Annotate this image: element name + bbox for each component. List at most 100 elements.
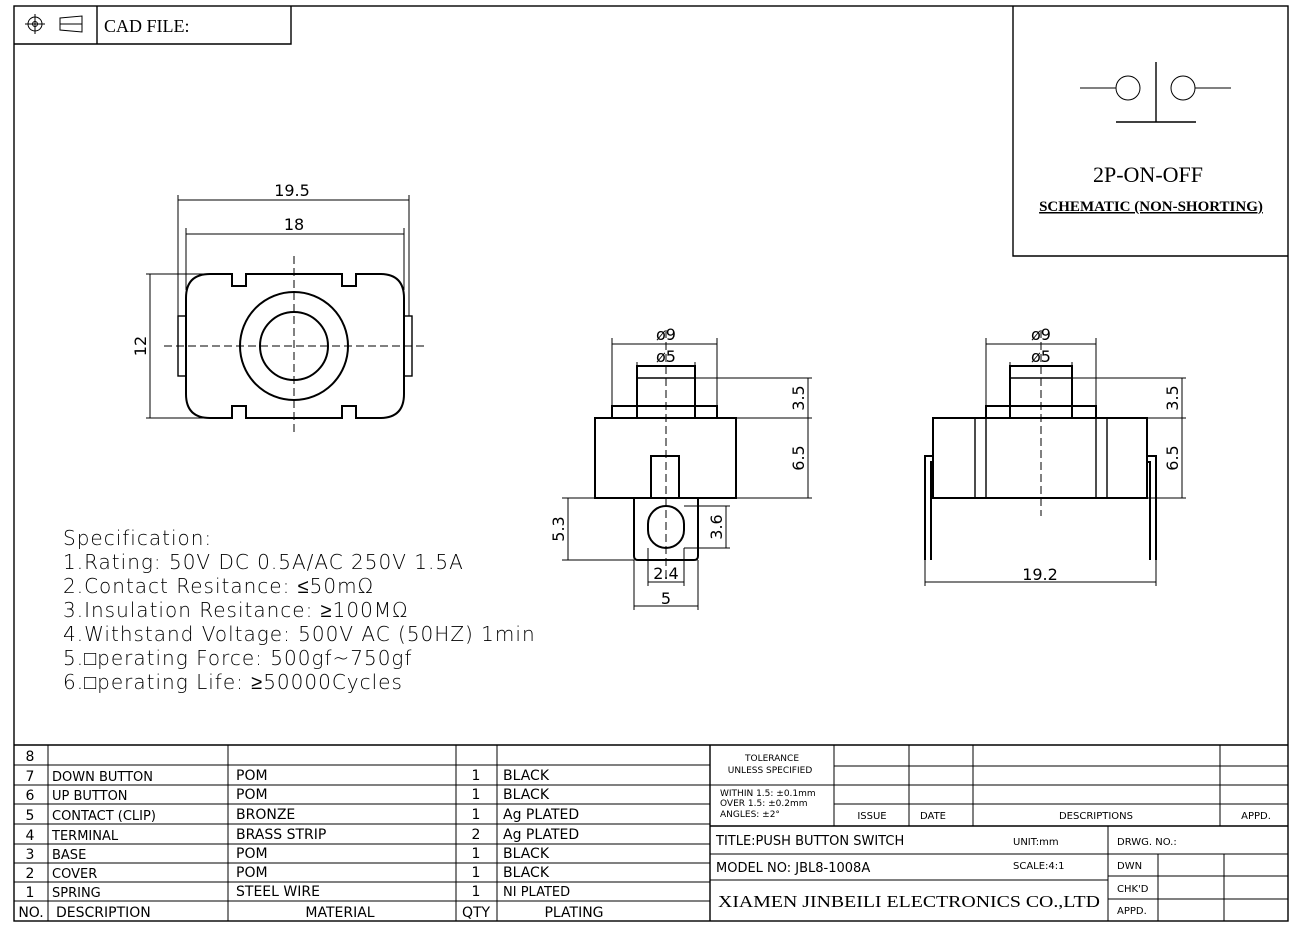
sheet-border bbox=[13, 5, 1289, 922]
bom-material: BRONZE bbox=[236, 807, 295, 823]
spec-line: 4.Withstand Voltage: 500V AC (50HZ) 1min bbox=[63, 622, 536, 646]
bom-material: POM bbox=[236, 865, 268, 881]
table-row: 6 UP BUTTON POM 1 BLACK bbox=[26, 787, 550, 804]
table-row: 5 CONTACT (CLIP) BRONZE 1 Ag PLATED bbox=[26, 807, 580, 824]
side-dim-button-height: 3.5 bbox=[1163, 385, 1182, 410]
side-view: ø9 ø5 3.5 6.5 19.2 bbox=[924, 325, 1186, 586]
switch-symbol-icon bbox=[1080, 62, 1231, 123]
schematic-box: 2P-ON-OFF SCHEMATIC (NON-SHORTING) bbox=[1012, 6, 1288, 257]
bom-qty: 1 bbox=[472, 768, 481, 784]
dim-inner-dia: ø5 bbox=[656, 347, 676, 366]
company-name: XIAMEN JINBEILI ELECTRONICS CO.,LTD bbox=[718, 892, 1100, 911]
dim-tab-width: 5 bbox=[661, 589, 671, 608]
schematic-caption: SCHEMATIC (NON-SHORTING) bbox=[1039, 199, 1263, 215]
cad-file-header: CAD FILE: bbox=[14, 6, 292, 45]
table-row: 1 SPRING STEEL WIRE 1 NI PLATED bbox=[26, 884, 571, 901]
drawing-number-label: DRWG. NO.: bbox=[1117, 837, 1177, 848]
tolerance-within: WITHIN 1.5: ±0.1mm bbox=[720, 789, 816, 799]
bom-table: NO. DESCRIPTION MATERIAL QTY PLATING 8 7… bbox=[14, 744, 1288, 921]
tolerance-angles: ANGLES: ±2° bbox=[720, 810, 780, 820]
bom-qty: 1 bbox=[472, 884, 481, 900]
bom-description: DOWN BUTTON bbox=[52, 770, 153, 785]
bom-plating: NI PLATED bbox=[503, 885, 570, 900]
bom-no: 4 bbox=[26, 828, 35, 844]
bom-header-description: DESCRIPTION bbox=[56, 905, 151, 921]
dim-outer-dia: ø9 bbox=[656, 325, 676, 344]
side-dim-body-height: 6.5 bbox=[1163, 445, 1182, 470]
table-row: 3 BASE POM 1 BLACK bbox=[26, 846, 550, 863]
checked-by-label: CHK'D bbox=[1117, 884, 1149, 895]
dim-terminal-span: 19.2 bbox=[1022, 565, 1058, 584]
bom-plating: BLACK bbox=[503, 865, 550, 881]
bom-description: UP BUTTON bbox=[52, 789, 128, 804]
bom-no: 6 bbox=[26, 788, 35, 804]
bom-plating: Ag PLATED bbox=[503, 807, 579, 823]
dim-hole-height: 3.6 bbox=[707, 514, 726, 539]
issue-label: ISSUE bbox=[857, 811, 886, 822]
dim-hole-width: 2.4 bbox=[653, 564, 678, 583]
table-row: 2 COVER POM 1 BLACK bbox=[26, 865, 550, 882]
dim-overall-width: 19.5 bbox=[274, 181, 310, 200]
bom-material: POM bbox=[236, 846, 268, 862]
bom-header-plating: PLATING bbox=[544, 905, 603, 921]
schematic-type-label: 2P-ON-OFF bbox=[1093, 162, 1203, 187]
spec-line: 5.□perating Force: 500gf~750gf bbox=[63, 646, 412, 670]
bom-plating: BLACK bbox=[503, 846, 550, 862]
bom-qty: 1 bbox=[472, 787, 481, 803]
bom-description: CONTACT (CLIP) bbox=[52, 809, 156, 824]
tolerance-label: TOLERANCE bbox=[744, 754, 799, 764]
bom-no: 7 bbox=[26, 769, 35, 785]
bom-qty: 2 bbox=[472, 827, 481, 843]
spec-line: 3.Insulation Resitance: ≥100MΩ bbox=[63, 598, 408, 622]
date-label: DATE bbox=[920, 811, 946, 822]
bom-no: 1 bbox=[26, 885, 35, 901]
bom-qty: 1 bbox=[472, 865, 481, 881]
bom-material: STEEL WIRE bbox=[236, 884, 320, 900]
bom-description: BASE bbox=[52, 848, 86, 863]
bom-material: POM bbox=[236, 768, 268, 784]
bom-header-qty: QTY bbox=[462, 905, 491, 921]
front-view: ø9 ø5 3.5 6.5 5.3 3.6 2.4 5 bbox=[549, 325, 812, 610]
bom-no: 2 bbox=[26, 866, 35, 882]
tolerance-sub-label: UNLESS SPECIFIED bbox=[728, 766, 813, 776]
drawn-by-label: DWN bbox=[1117, 861, 1142, 872]
spec-line: 6.□perating Life: ≥50000Cycles bbox=[63, 670, 403, 694]
bom-header-no: NO. bbox=[18, 905, 43, 921]
bom-description: SPRING bbox=[52, 886, 101, 901]
unit-label: UNIT:mm bbox=[1013, 837, 1059, 848]
approved-by-label: APPD. bbox=[1117, 906, 1147, 917]
spec-line: 2.Contact Resitance: ≤50mΩ bbox=[63, 574, 374, 598]
tolerance-over: OVER 1.5: ±0.2mm bbox=[720, 799, 807, 809]
bom-qty: 1 bbox=[472, 846, 481, 862]
title-block: TOLERANCE UNLESS SPECIFIED WITHIN 1.5: ±… bbox=[710, 745, 1288, 921]
bom-no: 8 bbox=[26, 749, 35, 765]
bom-no: 3 bbox=[26, 847, 35, 863]
scale-label: SCALE:4:1 bbox=[1013, 861, 1065, 872]
dim-body-height: 6.5 bbox=[789, 445, 808, 470]
appd-label: APPD. bbox=[1241, 811, 1271, 822]
side-dim-inner-dia: ø5 bbox=[1031, 347, 1051, 366]
specification-block: Specification: 1.Rating: 50V DC 0.5A/AC … bbox=[63, 526, 536, 694]
side-dim-outer-dia: ø9 bbox=[1031, 325, 1051, 344]
bom-description: COVER bbox=[52, 867, 97, 882]
table-row: 8 bbox=[26, 749, 35, 765]
dim-slot-height: 5.3 bbox=[549, 516, 568, 541]
bom-plating: BLACK bbox=[503, 787, 550, 803]
spec-line: 1.Rating: 50V DC 0.5A/AC 250V 1.5A bbox=[63, 550, 464, 574]
model-label: MODEL NO: JBL8-1008A bbox=[716, 861, 870, 876]
table-row: 7 DOWN BUTTON POM 1 BLACK bbox=[26, 768, 550, 785]
bom-qty: 1 bbox=[472, 807, 481, 823]
dim-inner-width: 18 bbox=[284, 215, 304, 234]
bom-material: BRASS STRIP bbox=[236, 827, 326, 843]
bom-no: 5 bbox=[26, 808, 35, 824]
bom-plating: BLACK bbox=[503, 768, 550, 784]
cad-file-label: CAD FILE: bbox=[104, 16, 190, 36]
descriptions-label: DESCRIPTIONS bbox=[1059, 811, 1133, 822]
dim-button-height: 3.5 bbox=[789, 385, 808, 410]
table-row: 4 TERMINAL BRASS STRIP 2 Ag PLATED bbox=[26, 827, 580, 844]
bom-plating: Ag PLATED bbox=[503, 827, 579, 843]
dim-height: 12 bbox=[131, 336, 150, 356]
bom-material: POM bbox=[236, 787, 268, 803]
